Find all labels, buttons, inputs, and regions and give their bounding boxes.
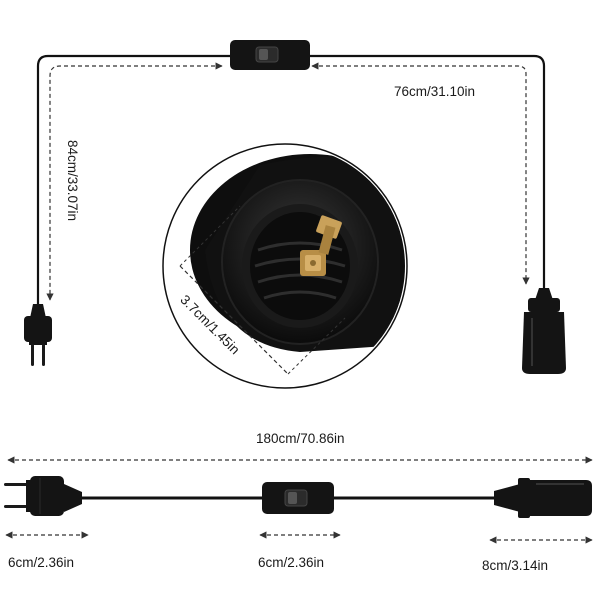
plug-icon <box>24 304 52 366</box>
top-cable-right <box>308 54 546 292</box>
top-cable-left <box>36 54 232 308</box>
plug-icon <box>4 476 82 516</box>
label-switch-length: 6cm/2.36in <box>258 555 325 570</box>
brass-contact <box>300 215 342 276</box>
label-plug-cord: 84cm/33.07in <box>65 140 80 222</box>
socket-icon <box>522 288 566 374</box>
socket-icon <box>494 478 592 518</box>
switch-icon <box>262 482 334 514</box>
label-cord-to-switch: 76cm/31.10in <box>394 84 476 99</box>
switch-icon <box>230 40 310 70</box>
dim-line-diameter <box>179 265 289 375</box>
label-socket-length: 8cm/3.14in <box>482 558 549 573</box>
dim-line-76 <box>311 62 530 285</box>
socket-closeup <box>162 143 408 389</box>
label-total-length: 180cm/70.86in <box>256 431 345 446</box>
dim-line-84 <box>46 62 223 301</box>
label-plug-length: 6cm/2.36in <box>8 555 75 570</box>
